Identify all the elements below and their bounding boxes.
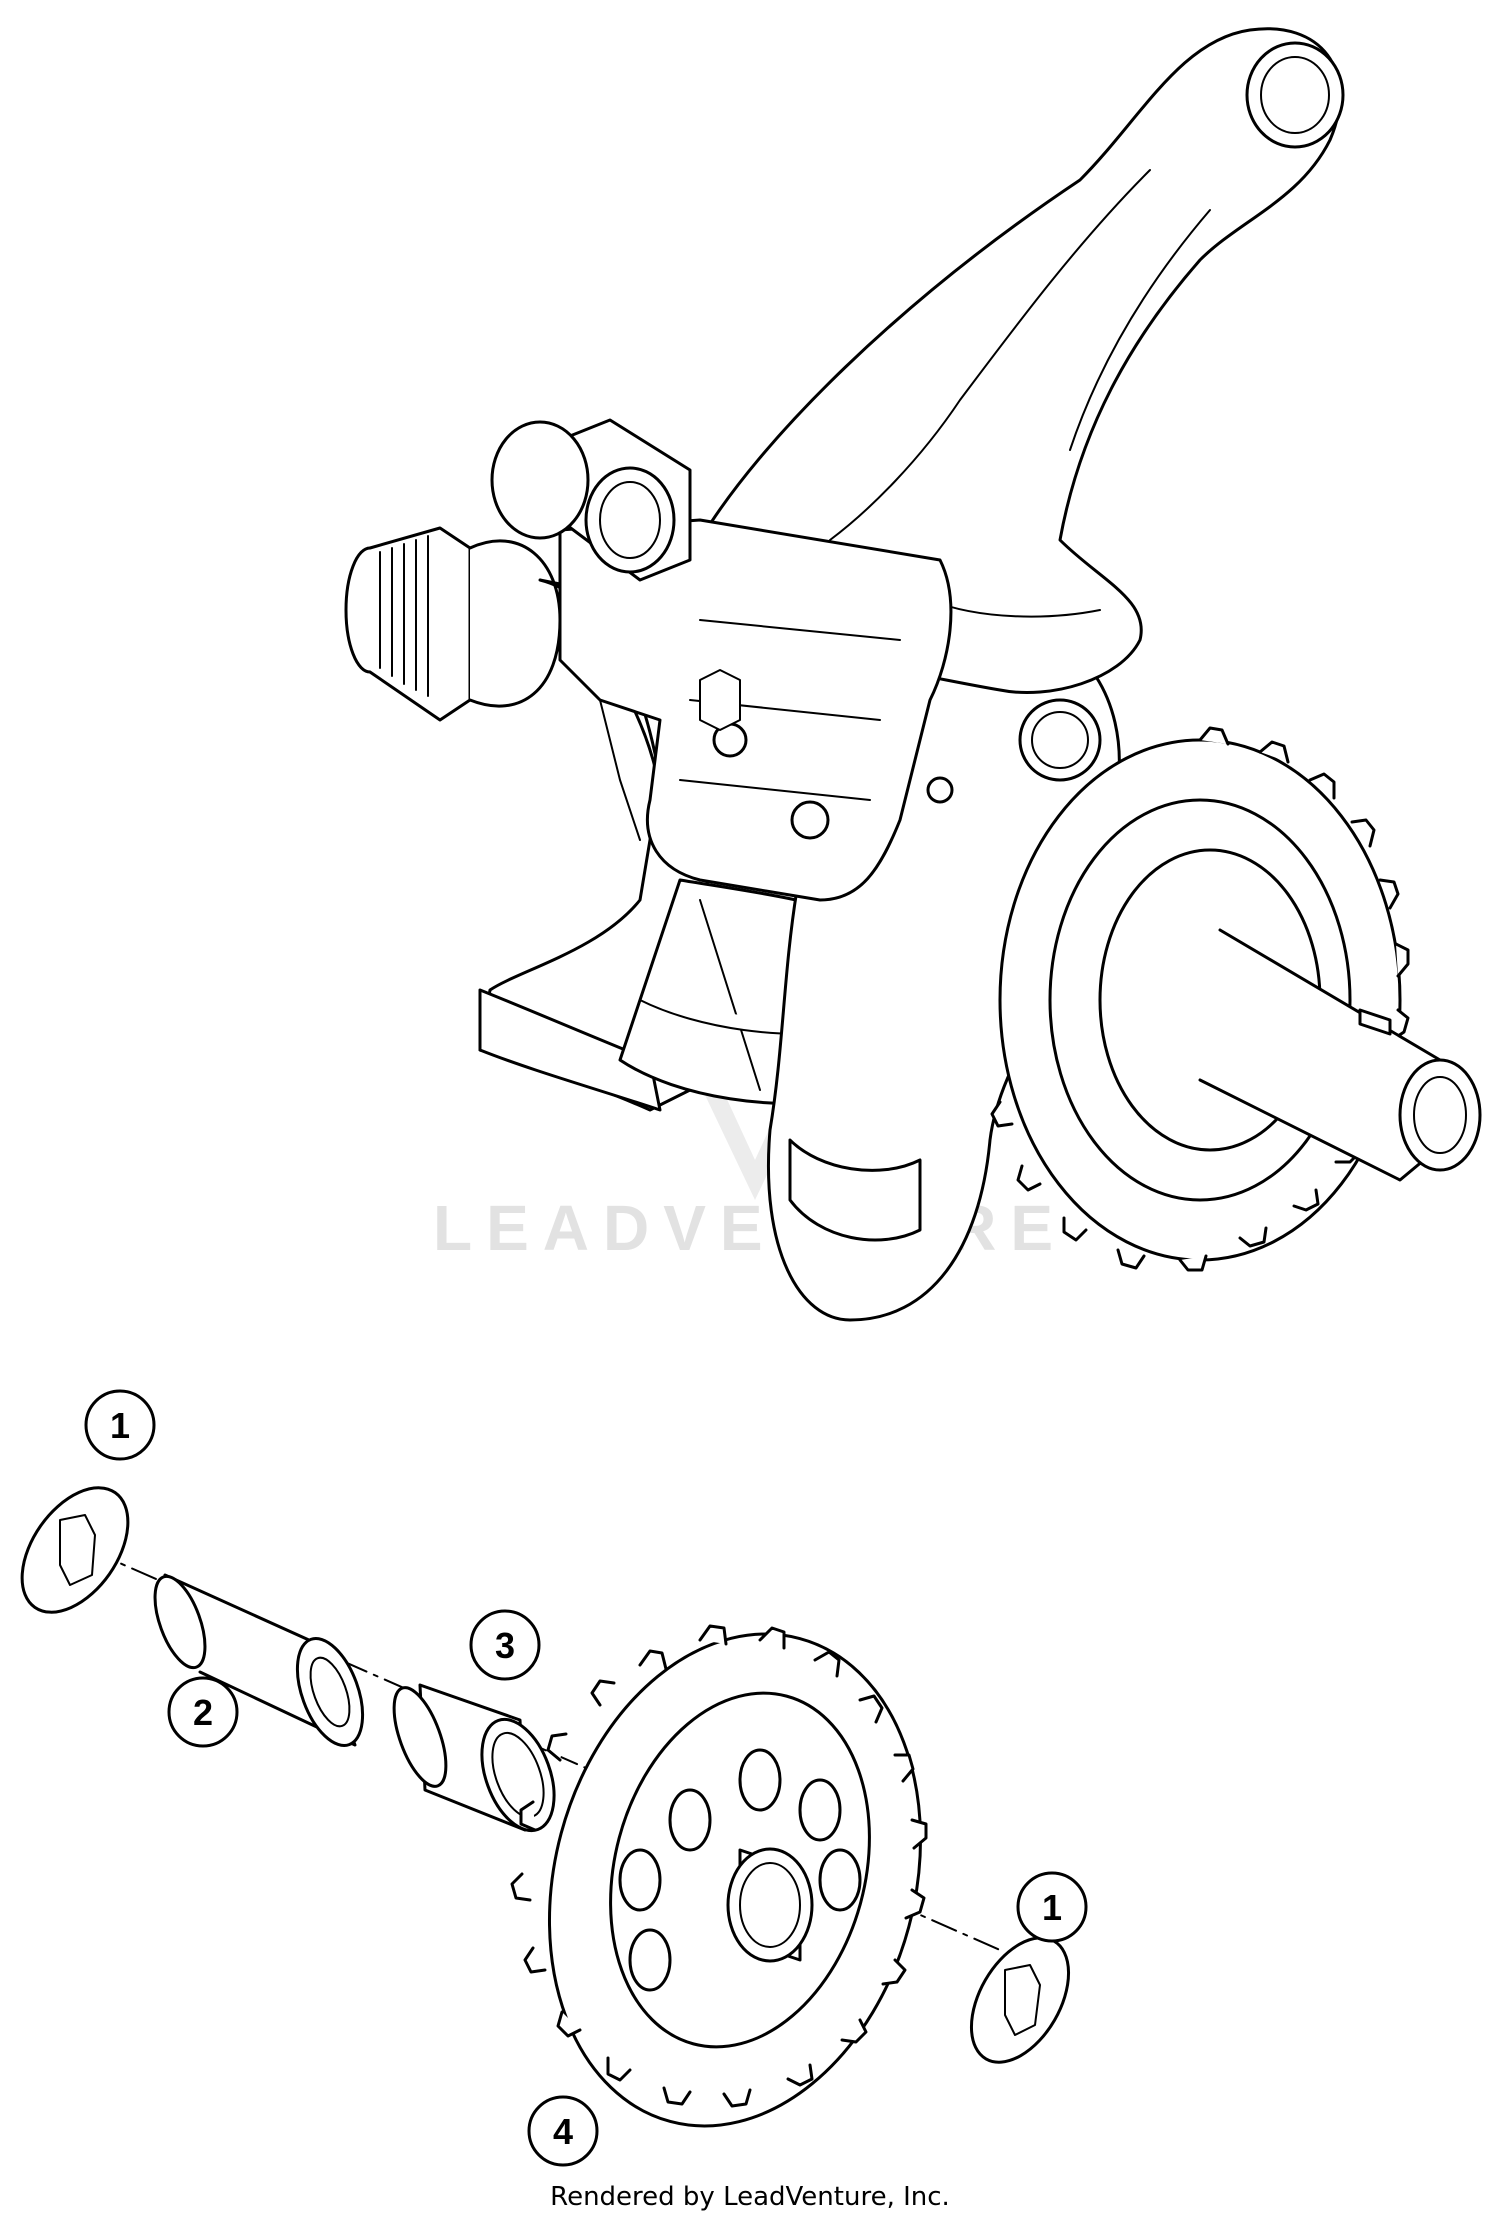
callout-3: 3 [469, 1609, 541, 1681]
callout-2: 2 [167, 1676, 239, 1748]
callout-2-label: 2 [193, 1692, 213, 1733]
part-1-washer-top [20, 1486, 130, 1614]
callout-3-label: 3 [495, 1625, 515, 1666]
part-1-washer-right [969, 1936, 1071, 2064]
connecting-rod [558, 27, 1345, 902]
part-4-gear [510, 1624, 928, 2128]
crankshaft-left-journal [344, 526, 562, 722]
callout-1-right: 1 [1016, 1871, 1088, 1943]
callout-4-label: 4 [553, 2111, 573, 2152]
part-2-shaft [153, 1573, 365, 1747]
part-3-bushing [392, 1683, 556, 1833]
callout-4: 4 [527, 2095, 599, 2167]
callout-1-top-label: 1 [110, 1405, 130, 1446]
crankshaft-assembly [344, 27, 1482, 1322]
balancer-pin [490, 418, 692, 582]
footer-credit: Rendered by LeadVenture, Inc. [550, 2182, 950, 2212]
callout-1-right-label: 1 [1042, 1887, 1062, 1928]
callout-1-top: 1 [84, 1389, 156, 1461]
crankshaft-gear [990, 726, 1482, 1272]
